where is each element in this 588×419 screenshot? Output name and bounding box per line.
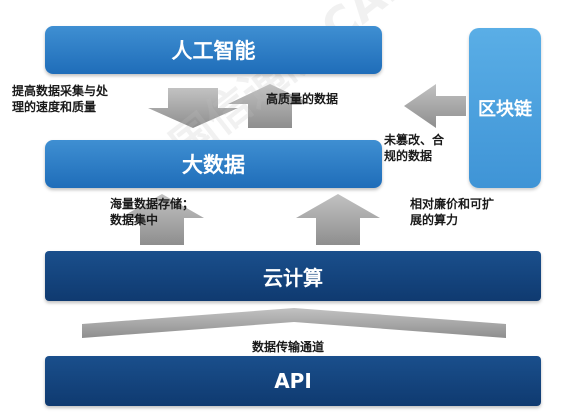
note-bigdata-to-ai: 高质量的数据	[266, 92, 339, 106]
arrow-blockchain-to-bigdata	[404, 84, 466, 128]
note-compute: 相对廉价和可扩 展的算力	[410, 197, 495, 227]
note-blockchain-to-bigdata: 未篡改、合 规的数据	[384, 133, 445, 163]
layer-ai: 人工智能	[45, 26, 382, 74]
arrow-bigdata-to-ai	[228, 84, 312, 128]
layer-big-data: 大数据	[45, 140, 382, 188]
layer-cloud-computing: 云计算	[45, 251, 541, 301]
layer-api: API	[45, 356, 541, 406]
arrow-storage-up	[120, 194, 204, 245]
arrow-compute-up	[296, 194, 380, 245]
note-transfer-channel: 数据传输通道	[252, 340, 325, 354]
arrow-ai-to-bigdata	[148, 88, 238, 128]
layer-blockchain: 区块链	[469, 28, 541, 188]
note-storage: 海量数据存储； 数据集中	[110, 197, 195, 227]
arrow-api-to-cloud	[82, 308, 506, 338]
note-ai-to-bigdata: 提高数据采集与处 理的速度和质量	[12, 84, 109, 114]
